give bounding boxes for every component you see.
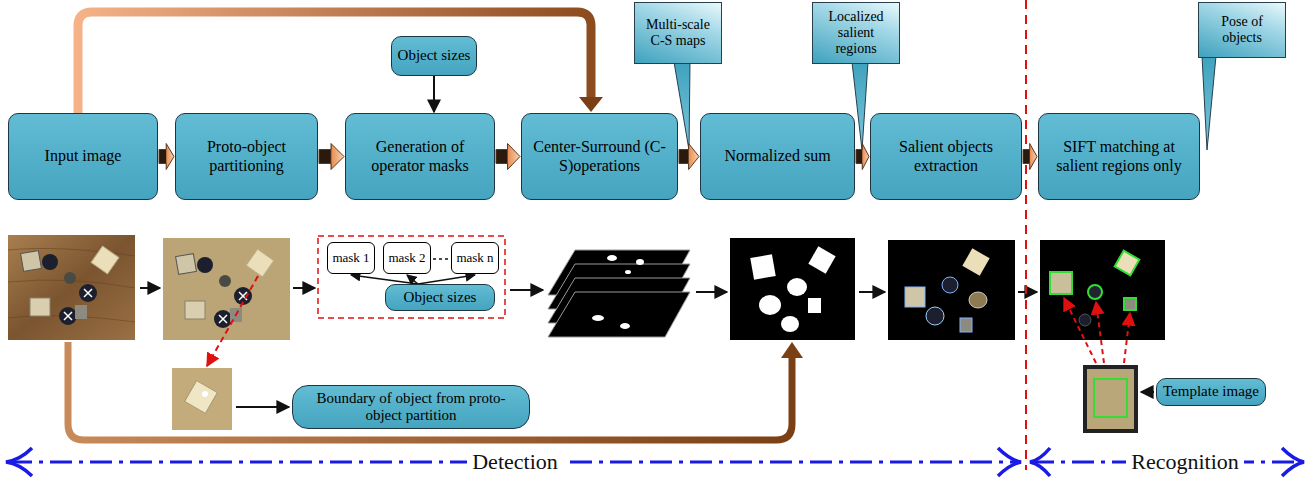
process-box: Generation of operator masks: [345, 113, 495, 200]
callout-box: Localized salient regions: [812, 2, 900, 64]
callout-box: Pose of objects: [1198, 2, 1286, 58]
node-text: Center-Surround (C-S)operations: [530, 138, 669, 175]
process-box: Input image: [8, 113, 158, 200]
process-box: SIFT matching at salient regions only: [1038, 113, 1200, 200]
node-text: Object sizes: [398, 47, 471, 64]
node-text: Boundary of object from proto-object par…: [303, 390, 519, 425]
node-text: Multi-scale C-S maps: [641, 17, 715, 49]
mask-box: mask 1: [327, 242, 374, 274]
block-arrow: [679, 144, 699, 170]
node-text: Template image: [1163, 383, 1259, 400]
connector: [1023, 144, 1037, 170]
process-box: Normalized sum: [700, 113, 855, 200]
node-text: Normalized sum: [724, 147, 830, 165]
node-text: Object sizes: [404, 289, 477, 306]
block-arrow: [159, 144, 174, 170]
note-box: Boundary of object from proto-object par…: [292, 385, 530, 430]
mask-box: mask n: [451, 242, 498, 274]
arrow-head: [579, 97, 603, 112]
process-box: Center-Surround (C-S)operations: [521, 113, 678, 200]
connector: [407, 275, 418, 284]
node-text: Generation of operator masks: [354, 138, 486, 175]
block-arrow: [496, 144, 520, 170]
node-text: mask 1: [332, 251, 369, 265]
connector: [679, 144, 699, 170]
node-text: Pose of objects: [1205, 14, 1279, 46]
node-text: Localized salient regions: [819, 9, 893, 57]
connector: [433, 76, 434, 112]
process-box: Salient objects extraction: [870, 113, 1022, 200]
connector: [78, 12, 603, 113]
node-text: mask n: [456, 251, 493, 265]
connector: [418, 275, 475, 284]
block-arrow: [319, 144, 344, 170]
callout-pointer: [1202, 56, 1216, 150]
arrow-line: [433, 76, 435, 112]
node-text: Input image: [45, 147, 122, 165]
callout-box: Multi-scale C-S maps: [634, 2, 722, 64]
section-label: Recognition: [1126, 450, 1244, 474]
connector: [496, 144, 520, 170]
node-text: Proto-object partitioning: [184, 138, 309, 175]
connector: [856, 144, 869, 170]
arrow-line: [418, 275, 475, 284]
block-arrow: [856, 144, 869, 170]
input-box: Template image: [1156, 378, 1266, 406]
node-text: SIFT matching at salient regions only: [1047, 138, 1191, 175]
section-label: Detection: [467, 450, 563, 474]
block-arrow: [1023, 144, 1037, 170]
arrow-line: [351, 275, 418, 284]
input-box: Object sizes: [391, 36, 478, 76]
input-box: Object sizes: [385, 284, 495, 311]
mask-box: mask 2: [383, 242, 430, 274]
process-box: Proto-object partitioning: [175, 113, 318, 200]
curved-arrow: [78, 12, 591, 113]
arrow-line: [407, 275, 418, 284]
node-text: Salient objects extraction: [879, 138, 1013, 175]
connector: [159, 144, 174, 170]
connector: [319, 144, 344, 170]
connector: [351, 275, 418, 284]
node-text: mask 2: [388, 251, 425, 265]
